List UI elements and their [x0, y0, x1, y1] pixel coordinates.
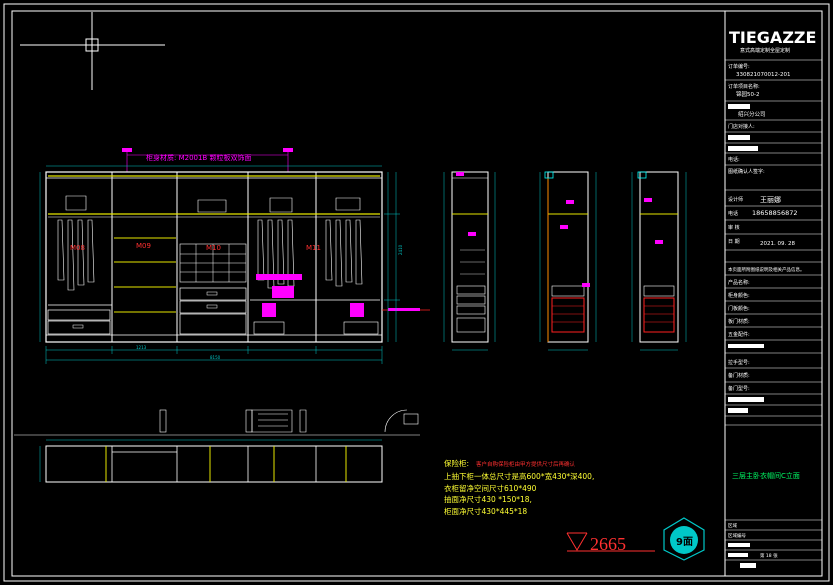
logo-text: TIEGAZZE — [729, 28, 816, 47]
shelf-label-m08: M08 — [70, 244, 85, 252]
top-material-note: 柜身材质: M2001B 颗粒板双饰面 — [146, 153, 251, 162]
order-no-value: 330821070012-201 — [736, 72, 790, 78]
main-elevation: 柜身材质: M2001B 颗粒板双饰面 — [39, 148, 430, 364]
notice-text: 本页面所附图纸说明及相关产品信息。 — [728, 266, 805, 273]
date-value: 2021. 09. 28 — [760, 241, 795, 247]
designer-value: 王丽娜 — [760, 195, 781, 204]
designer-phone: 18658856872 — [752, 209, 798, 217]
row-area: 区域 — [728, 522, 737, 529]
note-line-2: 上抽下柜一体总尺寸是高600*宽430*深400, — [444, 471, 594, 481]
dim-right: 2410 — [398, 244, 403, 255]
shelf-label-m10: M10 — [206, 244, 221, 252]
phone-label-1: 电话: — [728, 156, 740, 163]
redacted-block — [740, 563, 756, 568]
side-view-2 — [539, 171, 597, 351]
shelf-label-m09: M09 — [136, 242, 151, 250]
other2-label: 备门型号: — [728, 385, 750, 392]
project-value: 锦园50-2 — [736, 90, 759, 98]
redacted-block — [728, 553, 748, 557]
product-name-label: 产品名称: — [728, 279, 750, 286]
row-area-no: 区域编号 — [728, 532, 746, 539]
order-no-label: 订单编号: — [728, 63, 750, 70]
designer-label: 设计师 — [728, 196, 743, 203]
cabinet-color-label: 柜身颜色: — [728, 292, 750, 299]
inner-frame — [11, 10, 823, 577]
other1-label: 备门材质: — [728, 372, 750, 379]
confirm-label: 图纸确认人签字: — [728, 168, 765, 175]
project-label: 订单项目名称: — [728, 83, 760, 90]
level-mark: 2665 — [566, 532, 655, 554]
note-line-4: 抽面净尺寸430 *150*18, — [444, 494, 532, 504]
branch-value: 绍兴分公司 — [738, 110, 766, 118]
redacted-block — [728, 397, 764, 402]
title-block: TIEGAZZE 意式高端定制全屋定制 订单编号: 330821070012-2… — [724, 10, 823, 577]
note-line-3: 衣柜留净空间尺寸610*490 — [444, 483, 537, 493]
redacted-block — [728, 543, 750, 547]
redacted-block — [728, 104, 750, 109]
safe-box — [272, 286, 294, 298]
outer-frame — [3, 3, 830, 582]
note-line-5: 柜面净尺寸430*445*18 — [444, 506, 527, 516]
plan-view — [14, 409, 420, 483]
redacted-block — [728, 146, 758, 151]
dim-bottom-1: 1213 — [136, 345, 147, 350]
dim-bottom-total: 8150 — [210, 355, 221, 360]
door-color-label: 门板颜色: — [728, 305, 750, 312]
redacted-block — [728, 344, 764, 348]
safe-label-box — [256, 274, 302, 280]
drawer-mark — [262, 303, 276, 317]
redacted-block — [728, 135, 750, 140]
drawer-mark — [350, 303, 364, 317]
manager-label: 门店对接人: — [728, 123, 755, 130]
hardware-label: 五金配件: — [728, 331, 750, 338]
review-label: 审 核 — [728, 224, 740, 231]
safe-notes: 保险柜: 客户自购保险柜由甲方提供尺寸后再确认 上抽下柜一体总尺寸是高600*宽… — [444, 458, 594, 516]
date-label: 日 期 — [728, 239, 740, 245]
shelf-label-m11: M11 — [306, 244, 321, 252]
drawing-name: 三层主卧衣帽间C立面 — [732, 471, 800, 480]
crosshair-cursor-icon — [20, 12, 165, 90]
handle-label: 拉手型号: — [728, 359, 750, 366]
page-label: 第 18 张 — [760, 552, 778, 559]
phone-label-2: 电话 — [728, 210, 738, 217]
note-safe-sub: 客户自购保险柜由甲方提供尺寸后再确认 — [476, 460, 576, 468]
side-view-1 — [443, 171, 496, 351]
view-badge-icon: 9面 — [663, 517, 705, 561]
logo-subtitle: 意式高端定制全屋定制 — [740, 47, 790, 54]
redacted-block — [728, 408, 748, 413]
level-value: 2665 — [590, 534, 626, 554]
view-badge-text: 9面 — [676, 536, 693, 548]
side-view-3 — [631, 171, 687, 351]
note-safe-title: 保险柜: — [444, 458, 469, 468]
panel-color-label: 板门材质: — [728, 318, 750, 325]
